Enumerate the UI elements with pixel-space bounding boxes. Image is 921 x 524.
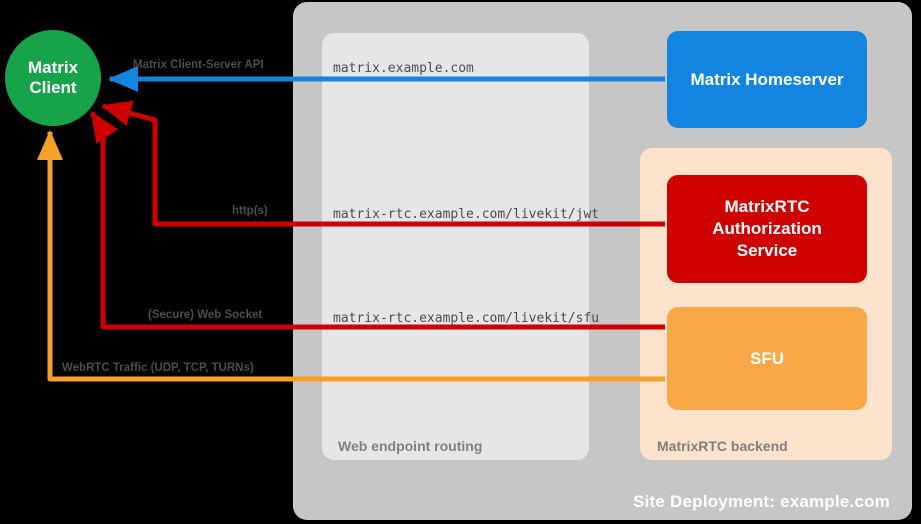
node-auth-line2: Authorization xyxy=(712,219,822,239)
label-web-socket: (Secure) Web Socket xyxy=(148,309,263,321)
matrixrtc-backend-label: MatrixRTC backend xyxy=(657,438,788,454)
label-matrix-client-server-api: Matrix Client-Server API xyxy=(133,59,264,71)
label-http: http(s) xyxy=(232,205,268,217)
connector-web-socket xyxy=(89,111,665,330)
connector-http-jwt xyxy=(101,100,665,227)
node-matrix-homeserver-label: Matrix Homeserver xyxy=(690,69,844,89)
web-endpoint-routing-label: Web endpoint routing xyxy=(338,438,483,454)
node-matrix-client[interactable]: Matrix Client xyxy=(5,30,101,126)
node-sfu[interactable]: SFU xyxy=(667,307,867,410)
node-matrix-client-line2: Client xyxy=(29,78,77,97)
site-deployment-label: Site Deployment: example.com xyxy=(633,492,890,511)
label-webrtc-traffic: WebRTC Traffic (UDP, TCP, TURNs) xyxy=(62,362,254,374)
endpoint-livekit-jwt: matrix-rtc.example.com/livekit/jwt xyxy=(333,207,600,222)
node-matrix-homeserver[interactable]: Matrix Homeserver xyxy=(667,31,867,128)
node-auth-line3: Service xyxy=(736,240,798,260)
node-matrixrtc-authorization-service[interactable]: MatrixRTC Authorization Service xyxy=(667,175,867,283)
node-matrix-client-line1: Matrix xyxy=(27,58,79,78)
connector-webrtc-traffic xyxy=(37,129,665,382)
node-auth-line1: MatrixRTC xyxy=(724,197,810,217)
web-endpoint-routing-group xyxy=(322,33,589,460)
endpoint-matrix-example-com: matrix.example.com xyxy=(333,61,474,76)
endpoint-livekit-sfu: matrix-rtc.example.com/livekit/sfu xyxy=(333,311,600,326)
node-auth-text: MatrixRTC Authorization Service xyxy=(712,196,822,261)
node-sfu-label: SFU xyxy=(750,348,784,368)
